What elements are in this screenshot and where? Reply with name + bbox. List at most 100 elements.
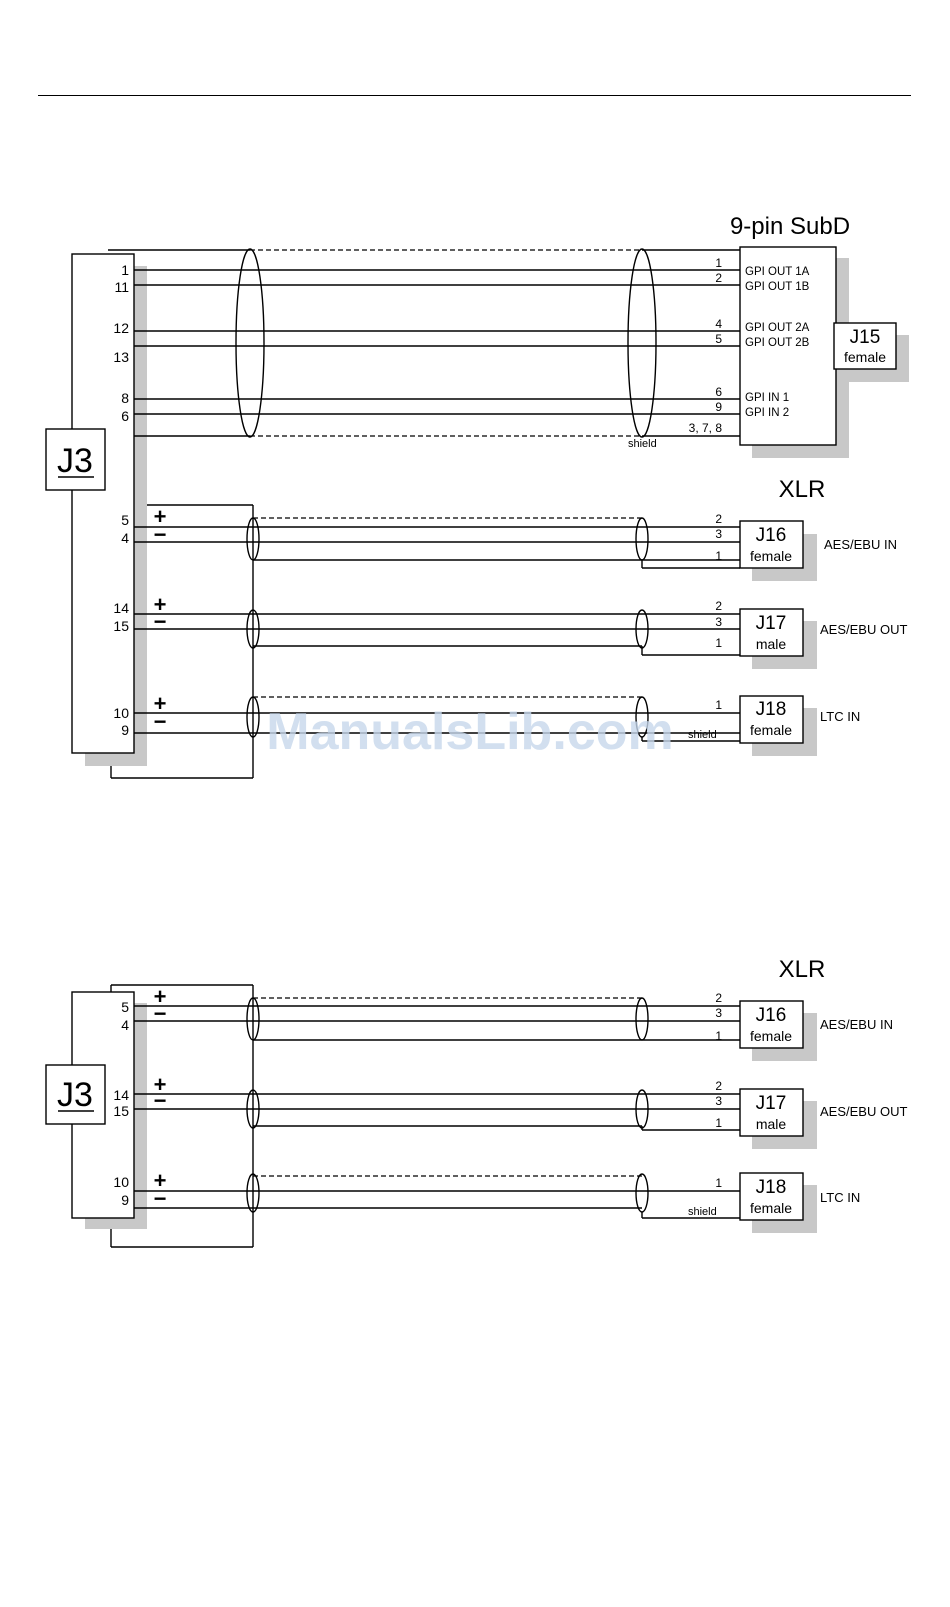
subd-signal: GPI OUT 1A bbox=[745, 266, 810, 278]
j17-type: male bbox=[756, 1116, 787, 1132]
j18-type: female bbox=[750, 722, 792, 738]
j16-name: J16 bbox=[756, 1005, 787, 1026]
xlr-pin: 3 bbox=[715, 615, 722, 629]
j3-pin: 4 bbox=[121, 1017, 129, 1033]
j16-type: female bbox=[750, 548, 792, 564]
j16-box bbox=[739, 520, 804, 569]
ltc-shield-label: shield bbox=[688, 1206, 717, 1218]
j17-label: AES/EBU OUT bbox=[820, 1104, 907, 1119]
ferrule-j17-left bbox=[246, 1089, 260, 1129]
j18-name: J18 bbox=[756, 699, 787, 720]
j3-pin: 5 bbox=[121, 512, 129, 528]
xlr-pin: 1 bbox=[715, 698, 722, 712]
subd-pin: 2 bbox=[715, 271, 722, 285]
xlr-pin: 3 bbox=[715, 527, 722, 541]
j3-label: J3 bbox=[57, 1076, 93, 1114]
minus-sign: − bbox=[154, 1186, 167, 1211]
subd-pin: 4 bbox=[715, 317, 722, 331]
j3-pin: 13 bbox=[113, 349, 129, 365]
xlr-pin: 3 bbox=[715, 1006, 722, 1020]
cable-ferrule-left bbox=[235, 248, 265, 438]
j17-name: J17 bbox=[756, 1093, 787, 1114]
j17-type: male bbox=[756, 636, 787, 652]
j3-pin: 10 bbox=[113, 705, 129, 721]
subd-pin: 5 bbox=[715, 332, 722, 346]
j16-type: female bbox=[750, 1028, 792, 1044]
xlr-pin: 1 bbox=[715, 549, 722, 563]
subd-block bbox=[739, 246, 837, 446]
minus-sign: − bbox=[154, 522, 167, 547]
plus-sign: + bbox=[154, 1072, 167, 1097]
j16-name: J16 bbox=[756, 525, 787, 546]
j3-label: J3 bbox=[57, 442, 93, 480]
diagram-1: J3 1 11 12 13 8 6 5 4 14 15 10 9 9-pin S… bbox=[45, 213, 909, 779]
j3-pin: 15 bbox=[113, 618, 129, 634]
j16-box bbox=[739, 1000, 804, 1049]
j3-pin: 9 bbox=[121, 722, 129, 738]
ferrule-j16-left bbox=[246, 517, 260, 561]
minus-sign: − bbox=[154, 609, 167, 634]
j18-type: female bbox=[750, 1200, 792, 1216]
j17-box bbox=[739, 608, 804, 657]
j15-type: female bbox=[844, 349, 886, 365]
j3-pin: 8 bbox=[121, 390, 129, 406]
subd-pin: 1 bbox=[715, 256, 722, 270]
j3-pin: 1 bbox=[121, 262, 129, 278]
subd-signal: GPI OUT 2A bbox=[745, 322, 810, 334]
j15-name: J15 bbox=[850, 327, 881, 348]
ferrule-j16-right bbox=[635, 517, 649, 561]
j17-label: AES/EBU OUT bbox=[820, 622, 907, 637]
watermark: ManualsLib.com bbox=[266, 703, 673, 761]
plus-sign: + bbox=[154, 504, 167, 529]
j15-box bbox=[833, 322, 897, 370]
j3-pin: 9 bbox=[121, 1192, 129, 1208]
subd-title: 9-pin SubD bbox=[730, 213, 850, 240]
j3-pin: 15 bbox=[113, 1103, 129, 1119]
plus-sign: + bbox=[154, 1168, 167, 1193]
j3-pin: 14 bbox=[113, 1087, 129, 1103]
xlr-pin: 1 bbox=[715, 1116, 722, 1130]
j18-label: LTC IN bbox=[820, 1190, 860, 1205]
xlr-pin: 2 bbox=[715, 1079, 722, 1093]
subd-signal: GPI IN 2 bbox=[745, 407, 789, 419]
j3-pin: 4 bbox=[121, 530, 129, 546]
j3-pin: 11 bbox=[114, 279, 129, 295]
xlr-pin: 2 bbox=[715, 599, 722, 613]
xlr-pin: 2 bbox=[715, 512, 722, 526]
minus-sign: − bbox=[154, 1001, 167, 1026]
ferrule-j18-left bbox=[246, 1173, 260, 1213]
cable-ferrule-right bbox=[627, 248, 657, 438]
ferrule-j16-left bbox=[246, 997, 260, 1041]
j17-name: J17 bbox=[756, 613, 787, 634]
j16-label: AES/EBU IN bbox=[824, 537, 897, 552]
xlr-pin: 1 bbox=[715, 1029, 722, 1043]
minus-sign: − bbox=[154, 709, 167, 734]
j18-label: LTC IN bbox=[820, 709, 860, 724]
subd-pin: 3, 7, 8 bbox=[689, 421, 723, 435]
ltc-shield-label: shield bbox=[688, 729, 717, 741]
j18-name: J18 bbox=[756, 1177, 787, 1198]
subd-signal: GPI OUT 2B bbox=[745, 337, 810, 349]
ferrule-j18-left bbox=[246, 696, 260, 738]
plus-sign: + bbox=[154, 592, 167, 617]
subd-pin: 6 bbox=[715, 385, 722, 399]
j16-label: AES/EBU IN bbox=[820, 1017, 893, 1032]
xlr-pin: 1 bbox=[715, 1176, 722, 1190]
plus-sign: + bbox=[154, 984, 167, 1009]
j3-pin: 5 bbox=[121, 999, 129, 1015]
shield-label: shield bbox=[628, 438, 657, 450]
j17-box bbox=[739, 1088, 804, 1137]
plus-sign: + bbox=[154, 691, 167, 716]
subd-signal: GPI IN 1 bbox=[745, 392, 789, 404]
j3-label-box bbox=[45, 1064, 106, 1125]
j18-box bbox=[739, 695, 804, 744]
ferrule-j17-left bbox=[246, 609, 260, 649]
xlr-pin: 3 bbox=[715, 1094, 722, 1108]
ferrule-j18-right bbox=[635, 1173, 649, 1213]
subd-pin: 9 bbox=[715, 400, 722, 414]
header-rule bbox=[38, 95, 911, 96]
xlr-pin: 2 bbox=[715, 991, 722, 1005]
ferrule-j16-right bbox=[635, 997, 649, 1041]
